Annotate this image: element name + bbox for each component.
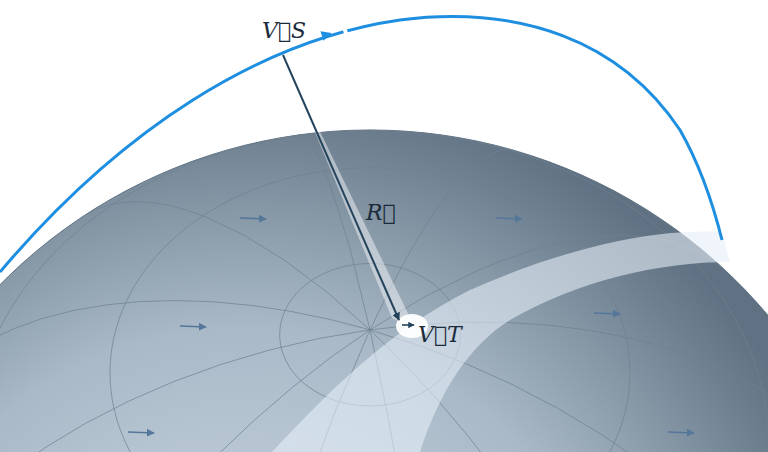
target-velocity-arrow — [402, 324, 414, 326]
range-vector — [283, 55, 399, 320]
view-beam — [283, 55, 416, 330]
target-velocity-label: V⃗T — [418, 322, 462, 348]
range-vector-label: R⃗ — [366, 200, 396, 226]
orbit-gap — [256, 50, 264, 61]
surface-arrow — [180, 326, 206, 327]
surface-arrow — [668, 432, 694, 433]
satellite-velocity-label: V⃗S — [262, 18, 306, 44]
surface-arrow — [240, 218, 266, 219]
surface-arrow — [496, 218, 522, 219]
ground-swath — [272, 232, 730, 452]
surface-arrow — [594, 313, 620, 314]
surface-arrows — [128, 218, 694, 433]
orbit-gap — [342, 25, 348, 36]
orbit-arrowhead — [320, 28, 333, 41]
surface-arrow — [128, 432, 154, 433]
